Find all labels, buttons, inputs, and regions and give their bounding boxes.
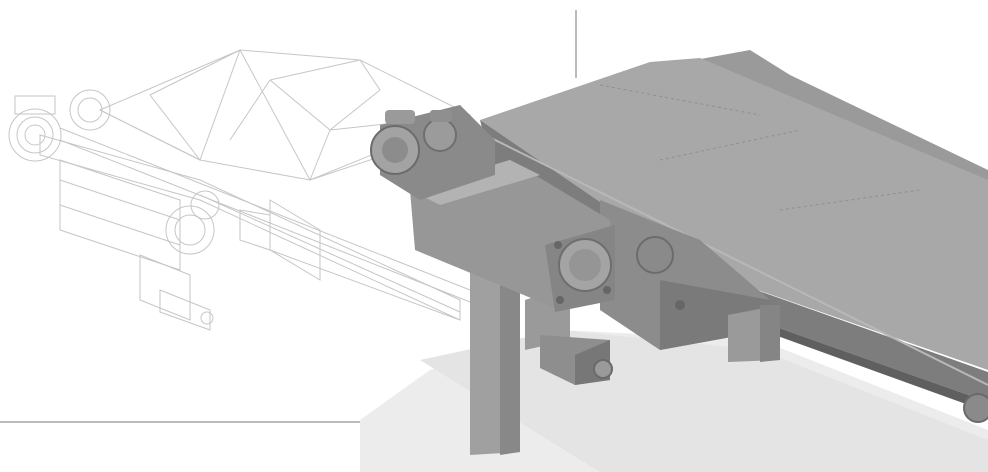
conveyor-side-rail <box>480 120 988 402</box>
shaded-view <box>370 50 988 455</box>
wireframe-gear-middle <box>165 190 220 255</box>
drive-motor <box>410 160 615 312</box>
conveyor-belt-top <box>480 58 988 370</box>
wireframe-gear-left <box>8 89 111 162</box>
wireframe-bracket <box>139 254 214 331</box>
drive-pulley-assembly <box>370 105 495 200</box>
tail-pulley <box>963 393 988 423</box>
wireframe-view <box>8 49 472 331</box>
frame-lines <box>0 10 577 423</box>
